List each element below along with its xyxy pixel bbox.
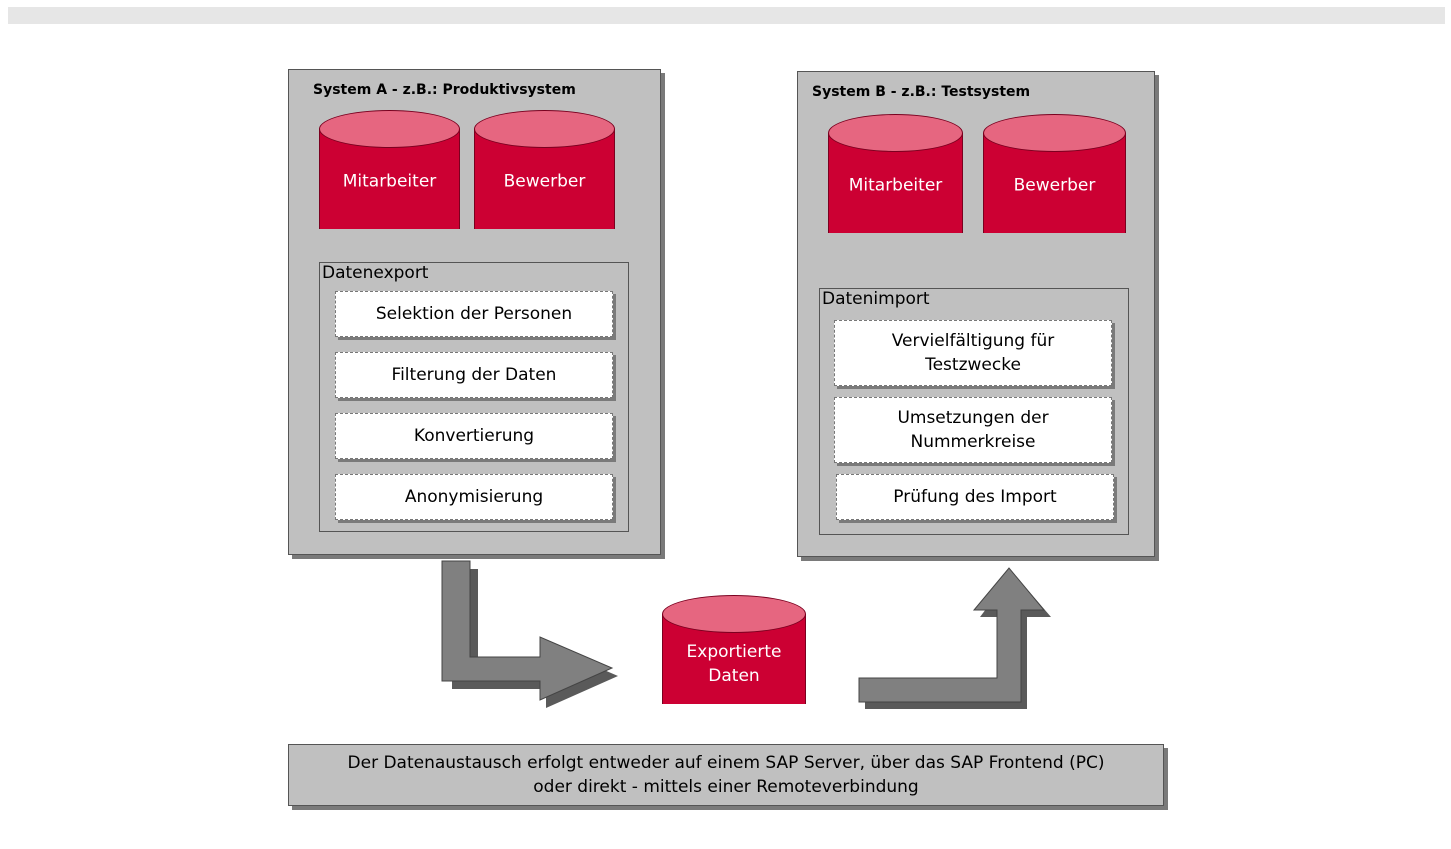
step-line: Umsetzungen der xyxy=(897,408,1049,428)
system-b-panel: System B - z.B.: Testsystem Mitarbeiter … xyxy=(797,71,1155,557)
data-exchange-note: Der Datenaustausch erfolgt entweder auf … xyxy=(288,744,1164,806)
datenexport-group: Datenexport Selektion der Personen Filte… xyxy=(319,262,629,532)
datenimport-label: Datenimport xyxy=(822,289,930,309)
step-filterung: Filterung der Daten xyxy=(335,352,613,398)
note-line1: Der Datenaustausch erfolgt entweder auf … xyxy=(347,753,1105,773)
step-vervielfaeltigung: Vervielfältigung für Testzwecke xyxy=(834,320,1112,386)
export-arrow xyxy=(452,569,618,708)
exported-data-db: Exportierte Daten xyxy=(662,595,806,723)
step-line: Nummerkreise xyxy=(910,432,1036,452)
system-a-panel: System A - z.B.: Produktivsystem Mitarbe… xyxy=(288,69,661,555)
step-line: Testzwecke xyxy=(925,355,1021,375)
step-umsetzungen: Umsetzungen der Nummerkreise xyxy=(834,397,1112,463)
exported-line2: Daten xyxy=(708,665,760,686)
db-label: Exportierte Daten xyxy=(663,640,805,688)
system-a-title: System A - z.B.: Produktivsystem xyxy=(313,82,576,98)
system-a-db-bewerber: Bewerber xyxy=(474,110,615,248)
db-label: Mitarbeiter xyxy=(342,171,437,192)
db-label: Bewerber xyxy=(1013,175,1096,196)
datenimport-group: Datenimport Vervielfältigung für Testzwe… xyxy=(819,288,1129,535)
import-arrow xyxy=(858,567,1046,703)
step-selektion: Selektion der Personen xyxy=(335,291,613,337)
step-anonymisierung: Anonymisierung xyxy=(335,474,613,520)
db-label: Mitarbeiter xyxy=(848,175,943,196)
step-pruefung: Prüfung des Import xyxy=(836,474,1114,520)
db-label: Bewerber xyxy=(503,171,586,192)
step-konvertierung: Konvertierung xyxy=(335,413,613,459)
step-line: Vervielfältigung für xyxy=(891,331,1055,351)
exported-line1: Exportierte xyxy=(686,641,782,662)
diagram-background xyxy=(8,24,1445,849)
export-arrow-face xyxy=(441,560,614,701)
datenexport-label: Datenexport xyxy=(322,263,429,283)
note-line2: oder direkt - mittels einer Remoteverbin… xyxy=(533,777,919,797)
system-b-title: System B - z.B.: Testsystem xyxy=(812,84,1031,100)
